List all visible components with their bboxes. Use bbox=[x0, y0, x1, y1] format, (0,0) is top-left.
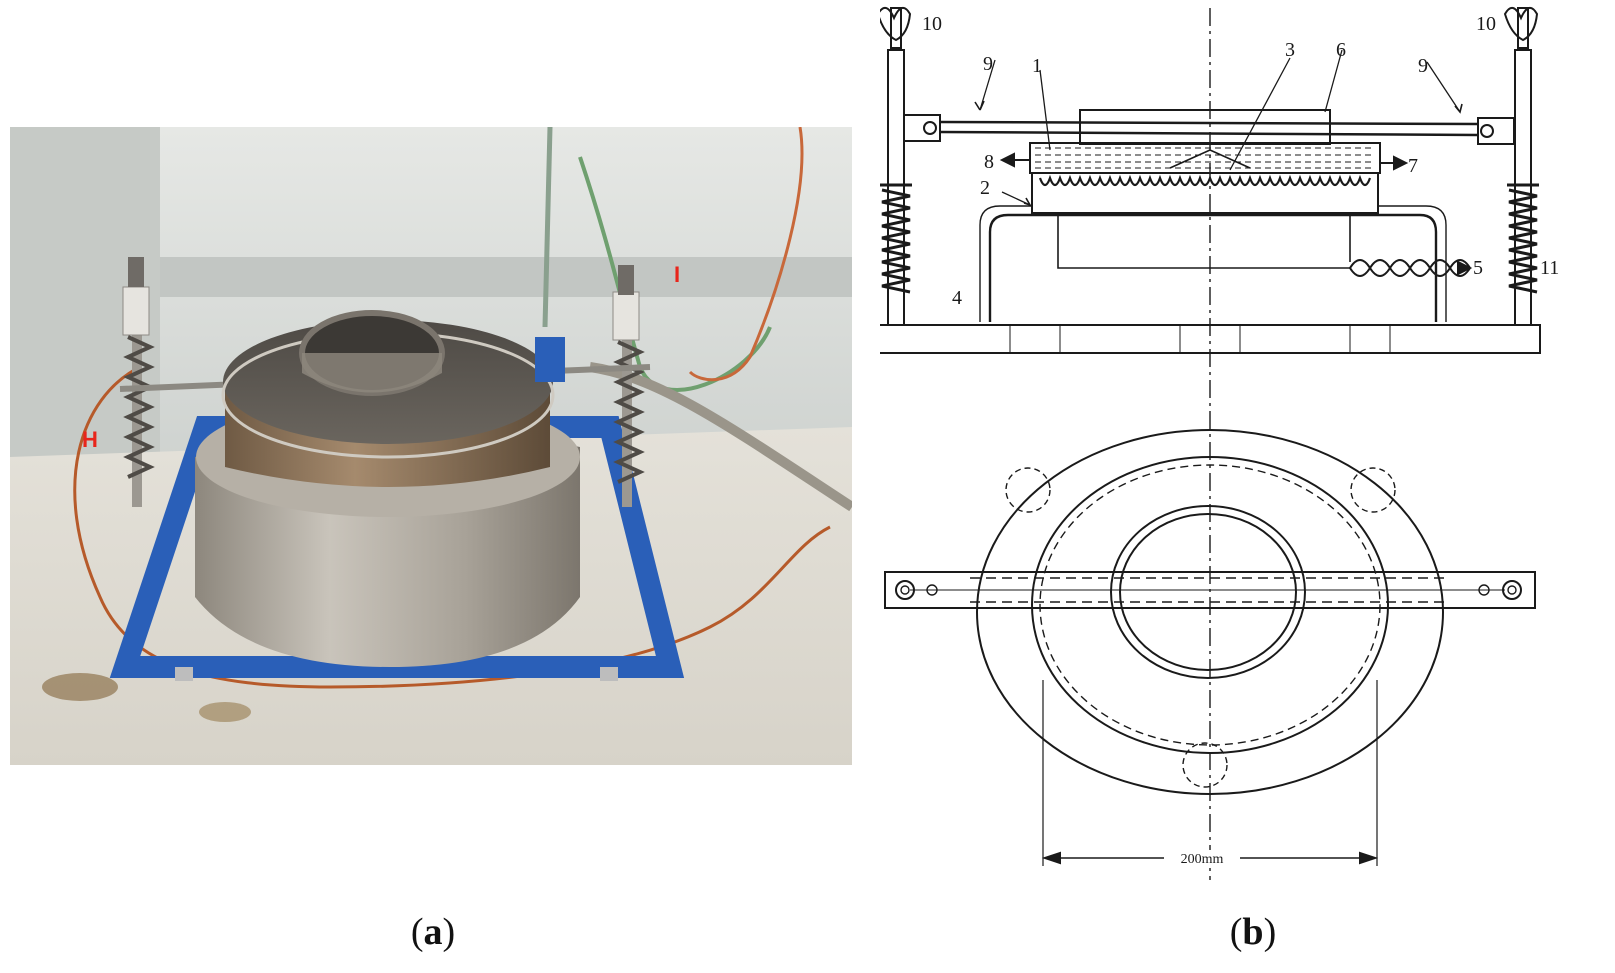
clamp-bolt-right bbox=[1480, 124, 1494, 138]
plan-hole bbox=[1005, 467, 1051, 513]
plan-bolt-left bbox=[895, 580, 915, 600]
lower-housing-outline bbox=[1378, 205, 1447, 322]
dim-arrow-left bbox=[1041, 851, 1061, 865]
wing-nut-left-stem bbox=[890, 7, 902, 49]
heater-housing bbox=[1031, 172, 1379, 214]
wing-nut-right-stem bbox=[1517, 7, 1529, 49]
grey-cable bbox=[589, 362, 855, 512]
plan-hole bbox=[1182, 742, 1228, 788]
sample-wedge bbox=[1169, 149, 1251, 169]
leader-9-right bbox=[1426, 61, 1461, 113]
callout-1: 1 bbox=[1032, 55, 1042, 77]
caption-b-open: ( bbox=[1229, 911, 1243, 953]
caption-a-close: ) bbox=[442, 911, 456, 953]
leader-2-head bbox=[1023, 197, 1032, 207]
callout-4: 4 bbox=[952, 287, 962, 309]
left-post bbox=[887, 49, 905, 326]
callout-6: 6 bbox=[1336, 39, 1346, 61]
hot-plate-hatch bbox=[1035, 147, 1375, 169]
wing-nut-right bbox=[618, 265, 634, 295]
insulator-right bbox=[612, 291, 640, 341]
callout-5: 5 bbox=[1473, 257, 1483, 279]
leader-1 bbox=[1039, 69, 1051, 151]
support-rod-right bbox=[622, 277, 632, 507]
leader-6 bbox=[1324, 49, 1343, 113]
green-cable bbox=[542, 126, 553, 328]
plan-clamp-bar bbox=[884, 571, 1536, 609]
cover-plate bbox=[1079, 109, 1331, 145]
plan-bolt-right bbox=[1502, 580, 1522, 600]
frame-foot bbox=[175, 667, 193, 681]
leader-3 bbox=[1229, 57, 1291, 171]
leader-9-left bbox=[979, 59, 996, 111]
callout-2: 2 bbox=[980, 177, 990, 199]
technical-drawing: 10 9 1 3 6 10 9 8 7 2 11 5 11 4 bbox=[850, 0, 1610, 900]
spring-left bbox=[123, 335, 155, 479]
lead-wire-twist bbox=[1349, 259, 1471, 277]
port-8-arrowhead bbox=[999, 152, 1015, 168]
caption-a-letter: a bbox=[423, 911, 443, 953]
clamp-block-right bbox=[1477, 117, 1515, 145]
apparatus-photo: H I bbox=[10, 126, 855, 765]
plan-bolt-right-inner bbox=[1507, 585, 1517, 595]
callout-9-right: 9 bbox=[1418, 55, 1428, 77]
plan-nut-right bbox=[1478, 584, 1490, 596]
plan-inner-circle-2 bbox=[1119, 513, 1297, 671]
callout-10-right: 10 bbox=[1476, 13, 1496, 35]
clamp-bar bbox=[939, 120, 1479, 126]
bench-stain bbox=[199, 702, 251, 722]
label-i: I bbox=[674, 262, 681, 287]
caption-a-open: ( bbox=[410, 911, 424, 953]
caption-b-letter: b bbox=[1242, 911, 1264, 953]
plan-inner-circle bbox=[1110, 505, 1306, 679]
caption-a: (a) bbox=[373, 910, 493, 954]
callout-11-right: 11 bbox=[1540, 257, 1559, 279]
plan-middle-circle bbox=[1031, 456, 1389, 754]
plan-nut-left bbox=[926, 584, 938, 596]
spring-left bbox=[881, 188, 911, 294]
leader-9-left-head bbox=[974, 100, 985, 111]
wing-nut-left bbox=[128, 257, 144, 287]
blue-clamp bbox=[535, 337, 565, 382]
dim-label-bg bbox=[1164, 850, 1240, 866]
wall-trim bbox=[160, 257, 852, 297]
clamp-bar bbox=[939, 130, 1479, 137]
plan-bolt-left-inner bbox=[900, 585, 910, 595]
wing-nut-left bbox=[876, 7, 912, 42]
callout-8: 8 bbox=[984, 151, 994, 173]
plan-hole bbox=[1350, 467, 1396, 513]
frame-foot bbox=[600, 667, 618, 681]
spring-right bbox=[1508, 188, 1538, 294]
callout-7: 7 bbox=[1408, 155, 1418, 177]
callout-10-left: 10 bbox=[922, 13, 942, 35]
caption-b-close: ) bbox=[1263, 911, 1277, 953]
label-h: H bbox=[82, 427, 98, 452]
port-5-arrowhead bbox=[1457, 260, 1473, 276]
leader-9-right-head bbox=[1454, 103, 1463, 114]
copper-wire bbox=[688, 126, 804, 382]
lower-housing-outer bbox=[988, 213, 1438, 322]
callout-9-left: 9 bbox=[983, 53, 993, 75]
sample-ring-wall bbox=[302, 353, 442, 393]
copper-wire bbox=[73, 365, 831, 689]
bench-stain bbox=[42, 673, 118, 701]
right-post bbox=[1514, 49, 1532, 326]
plan-middle-dashed bbox=[1039, 464, 1381, 746]
plan-outer-circle bbox=[976, 429, 1444, 795]
technical-drawing-svg: 10 9 1 3 6 10 9 8 7 2 11 5 11 4 bbox=[850, 7, 1559, 880]
wing-nut-right bbox=[1503, 7, 1539, 42]
heater-coils bbox=[1038, 174, 1372, 187]
dim-label: 200mm bbox=[1181, 852, 1224, 867]
apparatus-photo-svg bbox=[10, 126, 855, 765]
clamp-bolt-left bbox=[923, 121, 937, 135]
callout-3: 3 bbox=[1285, 39, 1295, 61]
port-7-arrowhead bbox=[1393, 155, 1409, 171]
inner-wiring bbox=[1057, 215, 1350, 269]
dim-arrow-right bbox=[1359, 851, 1379, 865]
insulator-left bbox=[122, 286, 150, 336]
caption-b: (b) bbox=[1193, 910, 1313, 954]
clamp-block-left bbox=[903, 114, 941, 142]
lower-housing-outline bbox=[979, 205, 1032, 322]
